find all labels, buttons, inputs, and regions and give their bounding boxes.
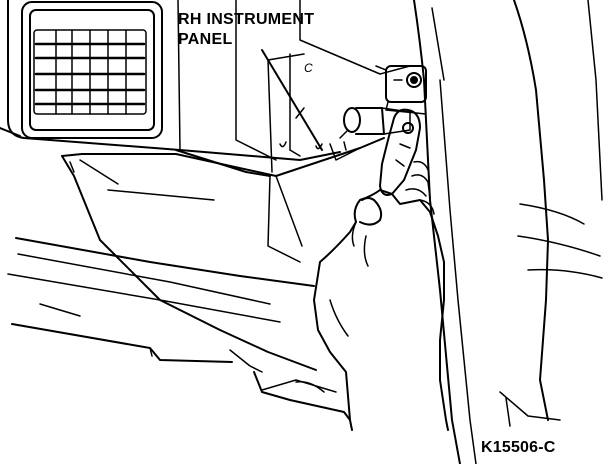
hinge-assembly <box>376 66 426 114</box>
callout-label-line2: PANEL <box>178 31 233 48</box>
instrument-panel-upper <box>0 0 340 176</box>
callout-label-line1: RH INSTRUMENT <box>178 11 315 28</box>
reference-marker: C <box>304 61 313 75</box>
lower-panel <box>8 238 350 420</box>
callout-leader <box>262 50 322 150</box>
pry-tool <box>380 110 420 195</box>
latch-pin <box>340 108 410 138</box>
figure-id: K15506-C <box>481 439 556 456</box>
door-frame <box>414 0 602 464</box>
hand <box>314 162 448 430</box>
air-vent <box>22 2 162 138</box>
